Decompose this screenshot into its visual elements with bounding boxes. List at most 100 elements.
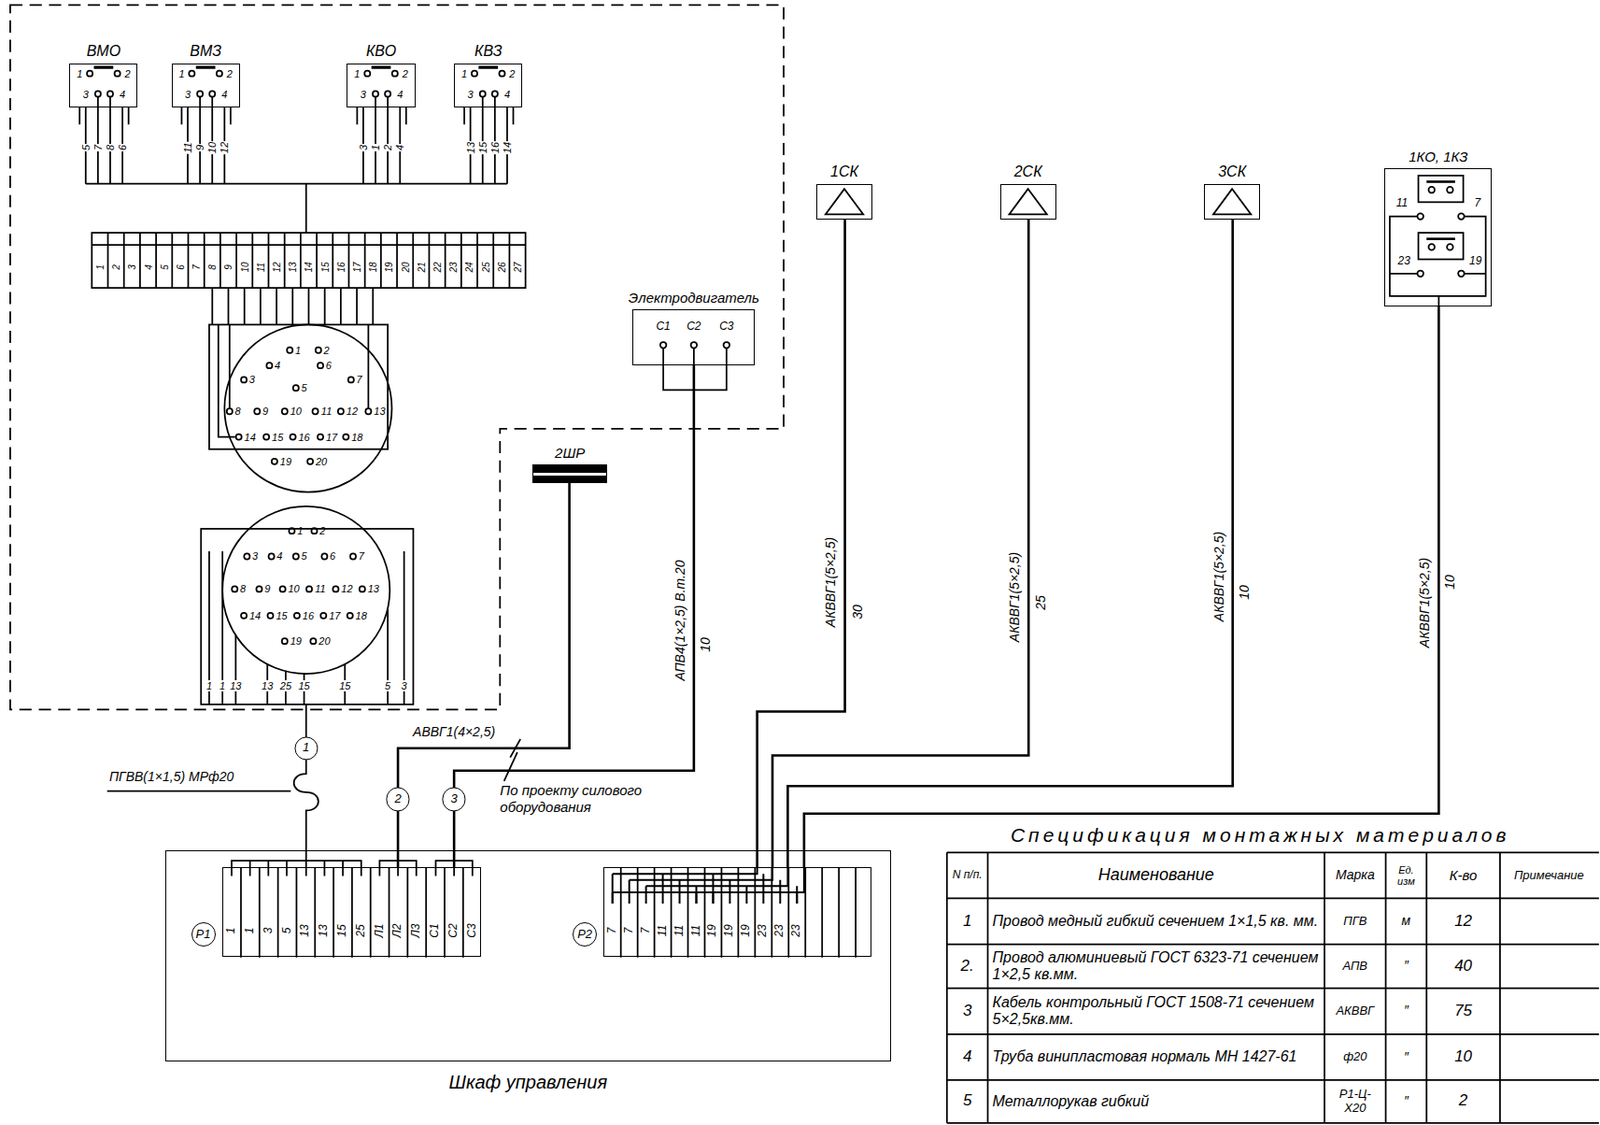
table-cell: 2. bbox=[961, 957, 975, 976]
wire-number: 9 bbox=[194, 143, 206, 152]
connector-pin: 2 bbox=[319, 524, 326, 537]
pin-contact bbox=[231, 585, 238, 592]
leader-line bbox=[504, 738, 521, 781]
connector-pin: 16 bbox=[302, 609, 314, 622]
connector-pin: 1 bbox=[295, 344, 301, 356]
pin-contact bbox=[294, 612, 300, 619]
table-cell-frame: Марка bbox=[1324, 851, 1387, 898]
dashed-enclosure bbox=[10, 4, 784, 709]
connector-pin: 4 bbox=[276, 550, 283, 562]
pin-contact bbox=[317, 362, 324, 369]
plug-connector: 2ШР bbox=[532, 464, 608, 483]
wire-number: 15 bbox=[338, 679, 352, 692]
node-label: КВЗ bbox=[474, 42, 503, 60]
wire-number: 3 bbox=[400, 679, 409, 692]
terminal-dividers bbox=[108, 232, 857, 958]
cable-mark: АВВГ1(4×2,5) bbox=[412, 725, 496, 740]
pin-contact bbox=[289, 434, 296, 440]
terminal-number: 15 bbox=[319, 262, 330, 273]
contact-number: 4 bbox=[221, 87, 227, 100]
table-cell: ″ bbox=[1403, 958, 1409, 973]
table-cell-frame: 2 bbox=[1426, 1079, 1501, 1123]
table-cell-frame: Р1-Ц-Х20 bbox=[1324, 1079, 1387, 1123]
terminal-number: 4 bbox=[142, 264, 154, 270]
contact-number: 23 bbox=[1398, 254, 1411, 268]
control-cabinet: Шкаф управленияР1Р2 bbox=[165, 849, 892, 1062]
connector-wire bbox=[209, 551, 405, 705]
terminal-number: 23 bbox=[791, 924, 804, 937]
motor-terminal bbox=[691, 341, 698, 349]
pin-contact bbox=[266, 362, 272, 369]
pin-contact bbox=[226, 408, 233, 414]
pin-contact bbox=[347, 612, 354, 619]
terminal-number: 25 bbox=[480, 262, 491, 273]
table-cell: Р1-Ц-Х20 bbox=[1329, 1087, 1382, 1115]
pin-contact bbox=[338, 408, 344, 414]
table-cell-frame: Труба винипластовая нормаль МН 1427-61 bbox=[988, 1033, 1326, 1080]
table-cell-frame: ″ bbox=[1386, 988, 1428, 1034]
pin-contact bbox=[271, 458, 278, 465]
terminal-number: 14 bbox=[303, 262, 314, 273]
contact-number: 2 bbox=[124, 68, 130, 80]
motor-box: Электродвигатель bbox=[632, 309, 755, 366]
connector-pin: 9 bbox=[264, 582, 270, 595]
table-cell-frame: Провод алюминиевый ГОСТ 6323-71 сечением… bbox=[988, 944, 1326, 989]
contact-bar bbox=[1426, 180, 1456, 184]
pin-contact bbox=[240, 376, 247, 383]
table-cell-frame: Кабель контрольный ГОСТ 1508-71 сечением… bbox=[988, 988, 1326, 1034]
pin-contact bbox=[293, 384, 299, 391]
terminal-number: 12 bbox=[271, 262, 283, 273]
contact-number: 1 bbox=[76, 68, 83, 80]
terminal-number: 17 bbox=[352, 262, 363, 273]
terminal-number: 7 bbox=[639, 927, 652, 935]
pin-contact bbox=[267, 612, 273, 619]
contact-number: 3 bbox=[83, 87, 89, 100]
table-cell-frame: АПВ bbox=[1324, 944, 1387, 989]
wire-number: 1 bbox=[205, 679, 213, 692]
cable-mark: АКВВГ1(5×2,5) bbox=[1007, 552, 1022, 642]
switch-box: ВМЗ bbox=[171, 63, 241, 108]
connector-pin: 18 bbox=[351, 431, 363, 443]
switch-box: КВЗ bbox=[453, 63, 523, 108]
node-label: 1КО, 1КЗ bbox=[1408, 149, 1468, 166]
wire-number: 4 bbox=[394, 143, 406, 152]
cable-length: 25 bbox=[1034, 594, 1049, 610]
connector-pin: 13 bbox=[368, 582, 380, 595]
pin-contact bbox=[293, 552, 299, 559]
table-header: Марка bbox=[1335, 867, 1375, 882]
contact-number: 2 bbox=[402, 68, 409, 80]
note: По проекту силового оборудования bbox=[499, 781, 720, 816]
node-label: КВО bbox=[366, 42, 397, 60]
pin-contact bbox=[282, 637, 288, 644]
terminal-number: 26 bbox=[495, 262, 507, 273]
leader-line bbox=[107, 790, 292, 793]
contact-number: 2 bbox=[509, 68, 515, 80]
cable-mark: АКВВГ1(5×2,5) bbox=[1212, 531, 1227, 622]
connector-pin: 16 bbox=[297, 431, 310, 443]
wire-number: 13 bbox=[228, 679, 242, 692]
wire-number: 16 bbox=[489, 141, 501, 155]
pin-contact bbox=[254, 408, 260, 414]
terminal-number: 7 bbox=[191, 264, 202, 270]
cable-length: 10 bbox=[1444, 574, 1459, 590]
limit-switch-box: 1КО, 1КЗ bbox=[1384, 168, 1492, 306]
callout-number: 1 bbox=[294, 736, 318, 760]
switch-symbol bbox=[181, 67, 230, 185]
table-cell: ″ bbox=[1403, 1049, 1409, 1064]
terminal-number: 5 bbox=[158, 264, 170, 270]
table-cell: Металлорукав гибкий bbox=[992, 1092, 1150, 1110]
contact-number: 11 bbox=[1396, 198, 1408, 211]
table-cell-frame: Примечание bbox=[1500, 851, 1599, 898]
connector-pin: 12 bbox=[340, 582, 353, 595]
node-label: 3СК bbox=[1217, 163, 1247, 181]
terminal-number: С3 bbox=[466, 923, 479, 938]
terminal-number: 2 bbox=[111, 264, 122, 270]
connector-pin: 11 bbox=[321, 405, 332, 417]
callout-number: 3 bbox=[442, 787, 467, 811]
table-cell-frame: ″ bbox=[1386, 1079, 1428, 1123]
terminal-number: 8 bbox=[207, 264, 218, 270]
table-cell-frame: 40 bbox=[1426, 944, 1501, 989]
sensor-symbol bbox=[1008, 188, 1047, 214]
motor-terminal bbox=[723, 341, 731, 349]
wire-number: 8 bbox=[104, 143, 116, 152]
